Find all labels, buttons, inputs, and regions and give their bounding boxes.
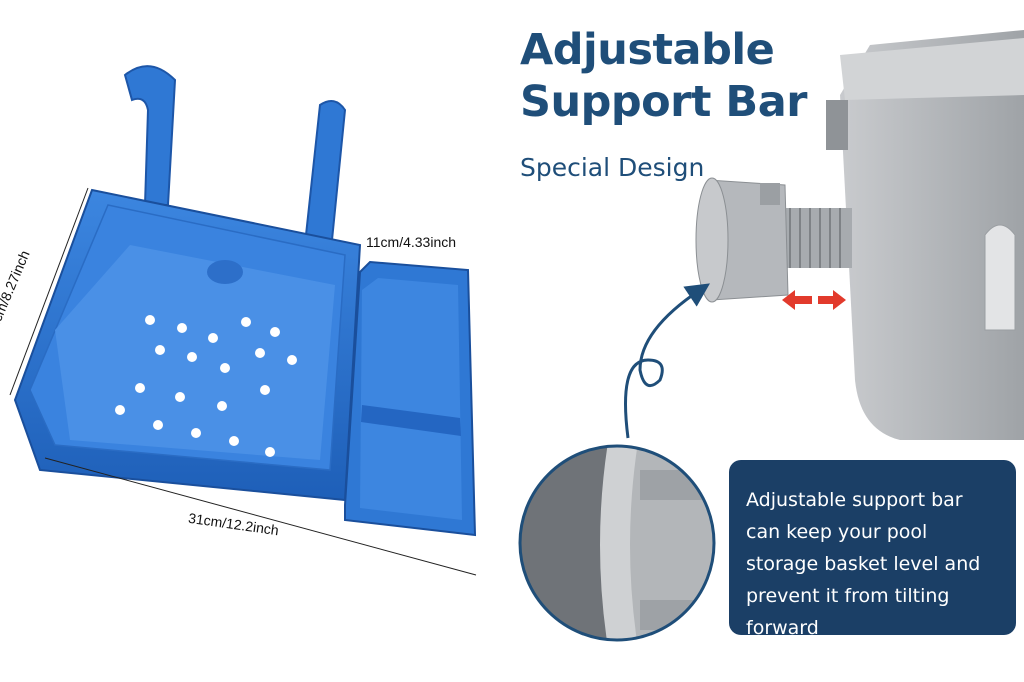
drain-slots [115,315,297,457]
headline-line-2: Support Bar [520,77,807,127]
dimension-lines [9,187,477,576]
zoom-detail-circle [518,444,716,642]
gray-basket-with-support-bar [695,30,1024,440]
blue-storage-basket [13,65,477,537]
headline: Adjustable Support Bar [520,24,807,128]
subheadline: Special Design [520,153,705,182]
connector-arrow [624,283,710,439]
compartment-width-label: 11cm/4.33inch [366,234,457,250]
description-text: Adjustable support bar can keep your poo… [746,489,981,639]
headline-line-1: Adjustable [520,25,775,75]
description-box: Adjustable support bar can keep your poo… [729,460,1016,639]
adjust-direction-arrows [782,290,846,310]
